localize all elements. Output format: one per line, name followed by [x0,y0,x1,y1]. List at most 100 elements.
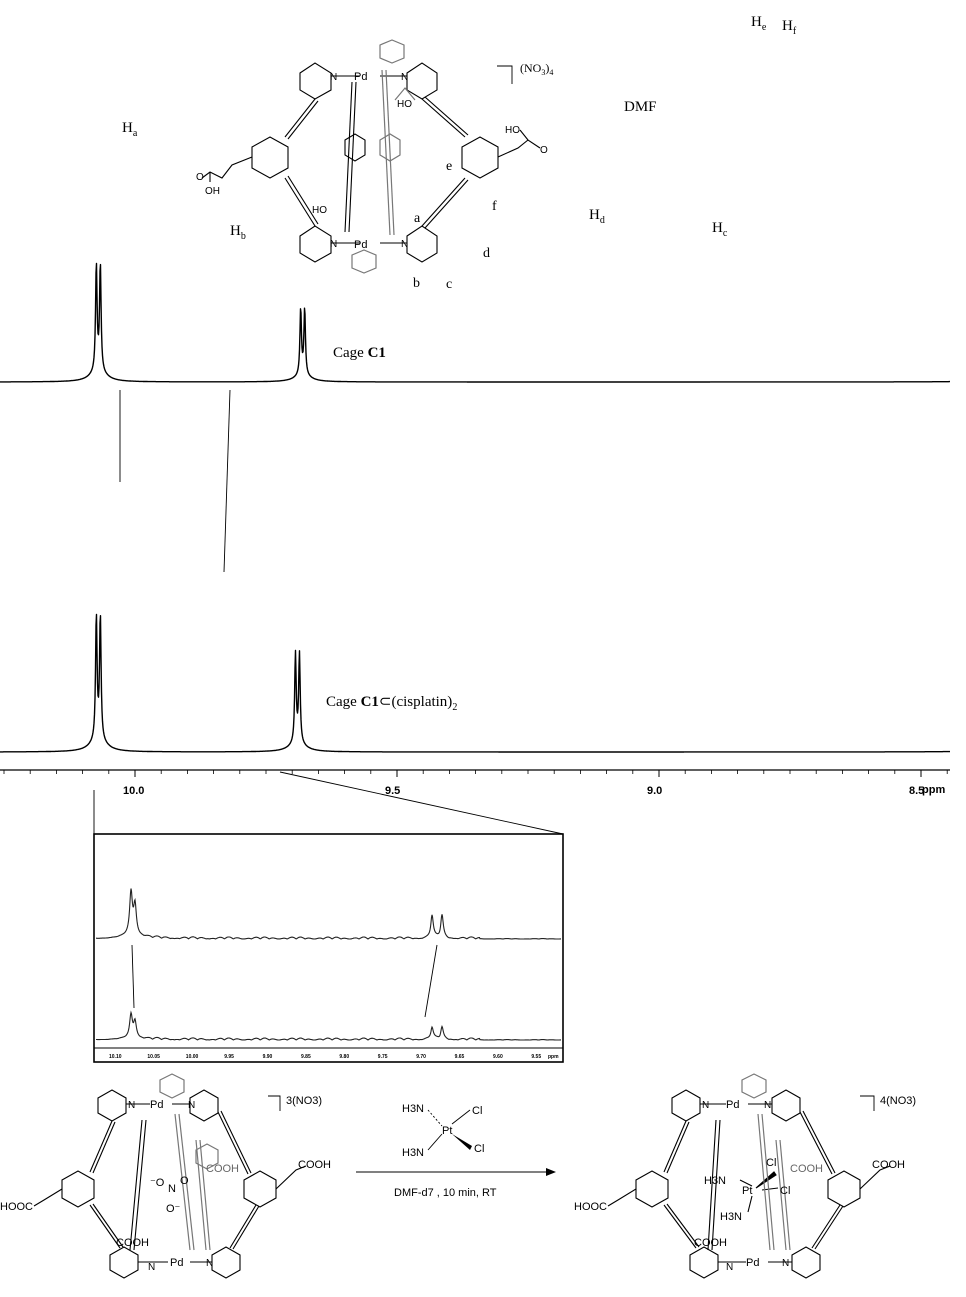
cage-structure-top-grey [351,39,416,274]
scheme-left-cage: Pd Pd N N N N HOOC COOH COOH COOH ⁻O N O… [0,1073,331,1279]
inset-axis-unit: ppm [548,1054,559,1060]
series-label-cage: Cage C1 [333,345,386,361]
svg-text:H3N: H3N [704,1175,726,1187]
svg-text:COOH: COOH [116,1237,149,1249]
inset-tick-label: 9.90 [263,1054,273,1060]
svg-text:N: N [702,1100,709,1111]
cage-structure-top [201,62,541,263]
svg-text:Pt: Pt [442,1125,452,1137]
svg-text:HO: HO [312,205,327,216]
peak-label-ha: Ha [122,120,138,139]
svg-text:HO: HO [397,99,412,110]
inset-axis-ticks: 10.10 10.05 10.00 9.95 9.90 9.85 9.80 9.75 9.70 9… [109,1054,559,1060]
svg-text:Cl: Cl [766,1157,776,1169]
svg-text:f: f [492,199,497,214]
svg-text:N: N [401,239,408,250]
svg-text:N: N [148,1262,155,1273]
svg-text:Pd: Pd [746,1257,759,1269]
svg-text:O: O [196,172,204,183]
peak-label-hc: Hc [712,220,728,239]
x-axis-unit: ppm [922,784,945,796]
svg-text:Pd: Pd [150,1099,163,1111]
svg-text:N: N [401,72,408,83]
inset-tick-label: 9.75 [378,1054,388,1060]
peak-label-hd: Hd [589,207,605,226]
peak-label-hb: Hb [230,223,246,242]
svg-text:4(NO3): 4(NO3) [880,1095,916,1107]
svg-text:⁻O: ⁻O [150,1177,165,1189]
scheme-right-cage: Pd Pd N N N N HOOC COOH COOH COOH H3N H3… [574,1073,916,1279]
svg-text:Pd: Pd [726,1099,739,1111]
inset-connector-right [279,771,564,835]
svg-text:N: N [782,1258,789,1269]
peak-label-hf: Hf [782,18,797,37]
svg-text:c: c [446,277,452,292]
inset-spectra [96,888,561,1041]
svg-text:HO: HO [505,125,520,136]
svg-text:HOOC: HOOC [574,1201,607,1213]
svg-text:O⁻: O⁻ [166,1203,181,1215]
svg-text:Cl: Cl [780,1185,790,1197]
svg-text:Pd: Pd [354,239,367,251]
svg-text:Pd: Pd [170,1257,183,1269]
inset-correlation-right [424,944,438,1018]
inset-tick-label: 9.60 [493,1054,503,1060]
svg-text:HOOC: HOOC [0,1201,33,1213]
inset-tick-label: 9.70 [416,1054,426,1060]
svg-text:OH: OH [205,186,220,197]
svg-text:N: N [726,1262,733,1273]
svg-text:Pd: Pd [354,71,367,83]
scheme-reaction-arrow: DMF-d7 , 10 min, RT [356,1168,556,1199]
inset-tick-label: 9.55 [531,1054,541,1060]
peak-label-dmf: DMF [624,99,657,115]
svg-text:COOH: COOH [694,1237,727,1249]
spectrum-trace-1 [0,262,951,383]
svg-text:H3N: H3N [720,1211,742,1223]
svg-text:DMF-d7 , 10 min, RT: DMF-d7 , 10 min, RT [394,1187,497,1199]
inset-tick-label: 9.80 [339,1054,349,1060]
svg-text:N: N [206,1258,213,1269]
inset-trace-1 [96,888,561,940]
svg-text:COOH: COOH [206,1163,239,1175]
svg-text:d: d [483,246,490,261]
scheme-cisplatin-reagent: H3N H3N Pt Cl Cl [402,1103,484,1159]
spectrum-trace-2 [0,613,951,753]
inset-tick-label: 10.10 [109,1054,122,1060]
svg-text:COOH: COOH [298,1159,331,1171]
svg-text:COOH: COOH [872,1159,905,1171]
series-label-cage-cisplatin: Cage C1⊂(cisplatin)2 [326,694,457,713]
svg-text:N: N [330,72,337,83]
inset-frame [93,833,564,1063]
svg-text:Cl: Cl [472,1105,482,1117]
svg-text:N: N [188,1100,195,1111]
svg-text:N: N [128,1100,135,1111]
svg-text:COOH: COOH [790,1163,823,1175]
x-tick-label: 10.0 [123,785,144,797]
svg-text:N: N [168,1183,176,1195]
x-tick-label: 8.5 [909,785,924,797]
inset-tick-label: 10.00 [186,1054,199,1060]
svg-text:N: N [764,1100,771,1111]
peak-label-he: He [751,14,767,33]
svg-text:O: O [180,1175,189,1187]
svg-text:(NO3)4: (NO3)4 [520,61,553,77]
inset-correlation-left [131,944,135,1009]
inset-tick-label: 9.85 [301,1054,311,1060]
correlation-line-hb [223,389,231,573]
inset-trace-2 [96,1010,561,1041]
svg-text:H3N: H3N [402,1147,424,1159]
x-axis-ticks: 10.09.59.08.58.07.5 [3,770,948,797]
inset-tick-label: 9.95 [224,1054,234,1060]
svg-text:Pt: Pt [742,1185,752,1197]
x-tick-label: 9.0 [647,785,662,797]
inset-tick-label: 10.05 [147,1054,160,1060]
svg-text:H3N: H3N [402,1103,424,1115]
nmr-spectra [0,262,951,753]
x-tick-label: 9.5 [385,785,400,797]
peak-labels: Ha Hb Hd DMF Hc He Hf [122,14,797,242]
svg-text:N: N [330,239,337,250]
inset-tick-label: 9.65 [455,1054,465,1060]
cage-structure-top-text: Pd Pd N N N N OH O HO O HO HO (NO3)4 a b… [196,61,553,292]
svg-text:b: b [413,276,420,291]
